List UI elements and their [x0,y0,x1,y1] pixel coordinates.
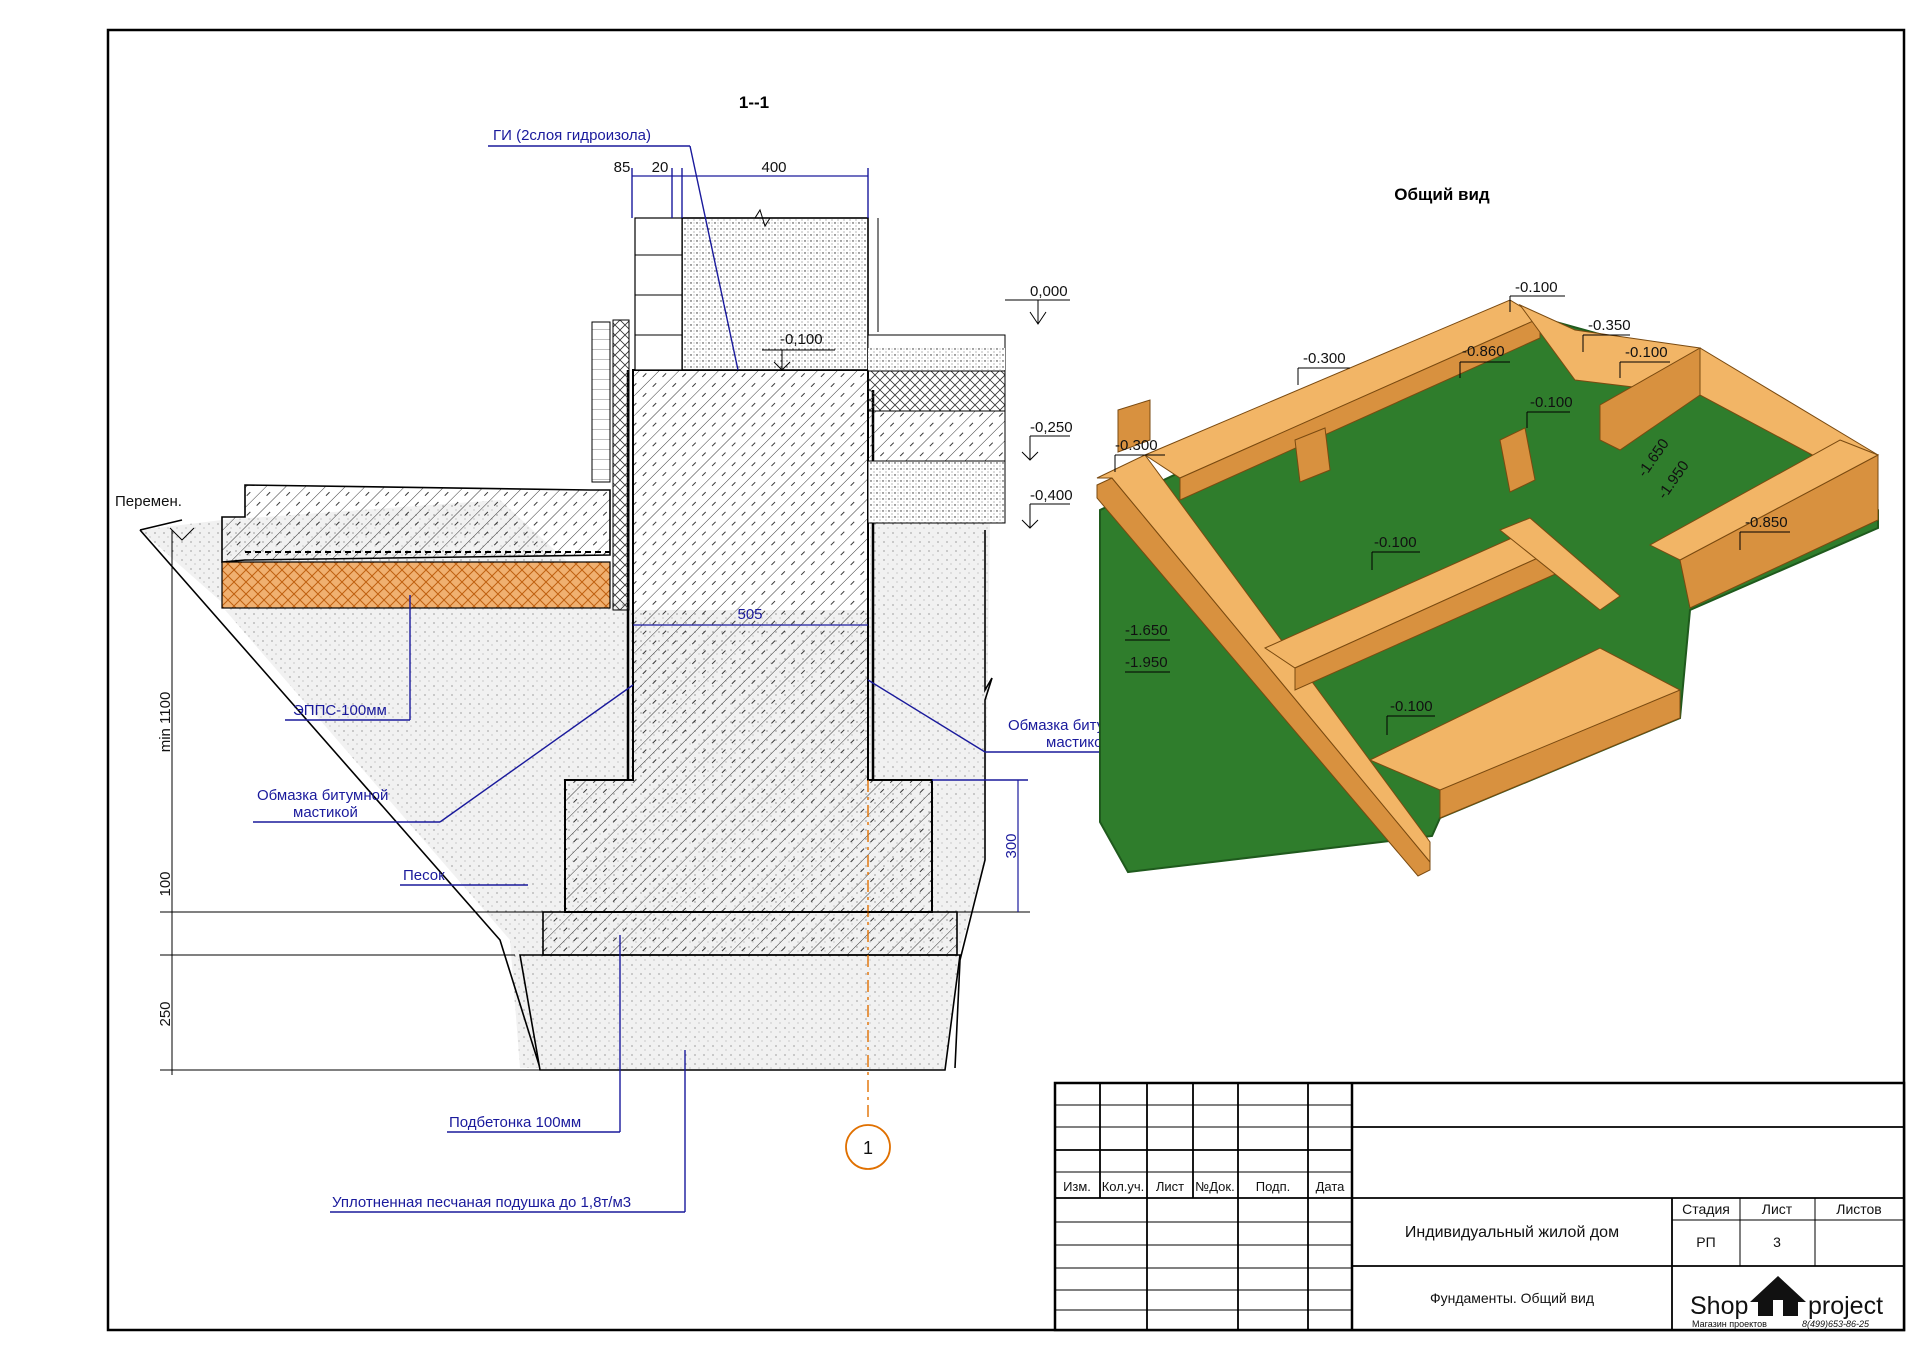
tb-stage-label: Стадия [1682,1201,1730,1217]
walls [1096,299,1880,877]
dim-slab: 100 [157,871,174,896]
mark-11: -1.650 [1125,622,1168,639]
mark-4: -0.100 [1625,344,1668,361]
callout-mastic-left-2: мастикой [293,804,358,821]
mark-13: -0.100 [1390,698,1433,715]
tb-sheet-name: Фундаменты. Общий вид [1430,1290,1594,1306]
tb-header-2: Лист [1156,1179,1184,1194]
logo-project: project [1808,1292,1883,1320]
mark-1: -0.350 [1588,317,1631,334]
floor-layer-2 [867,370,1006,412]
dim-depth-min: min 1100 [157,692,174,753]
callout-epps: ЭППС-100мм [293,702,387,719]
callout-cushion: Уплотненная песчаная подушка до 1,8т/м3 [332,1194,631,1211]
plinth-facing [591,321,611,483]
level-1: -0,100 [780,331,823,348]
excavation-slope [139,529,541,1069]
tb-header-4: Подп. [1256,1179,1291,1194]
blind-area [221,484,611,563]
general-view: Общий вид [1096,185,1880,877]
dim-width: 505 [737,606,762,623]
level-2: -0,250 [1030,419,1073,436]
level-0: 0,000 [1030,283,1068,300]
mark-10: -0.850 [1745,514,1788,531]
callout-podbetonka: Подбетонка 100мм [449,1114,581,1131]
tb-header-1: Кол.уч. [1102,1179,1145,1194]
level-3: -0,400 [1030,487,1073,504]
section-title: 1--1 [739,93,769,112]
title-block: Изм. Кол.уч. Лист №Док. Подп. Дата Стади… [1053,1081,1906,1332]
tb-sheets-label: Листов [1836,1201,1882,1217]
tb-header-5: Дата [1316,1179,1346,1194]
tb-project-name: Индивидуальный жилой дом [1405,1224,1619,1241]
mark-8: -0.300 [1115,437,1158,454]
tb-sheet-label: Лист [1762,1201,1793,1217]
facade-layer [634,217,683,371]
mark-12: -1.950 [1125,654,1168,671]
overview-title: Общий вид [1394,185,1490,204]
logo-phone: 8(499)653-86-25 [1802,1319,1870,1329]
callout-mastic-left-1: Обмазка битумной [257,787,388,804]
tb-sheet-value: 3 [1773,1234,1781,1250]
dim-cushion: 250 [157,1001,174,1026]
floor-slab [867,410,1006,462]
mark-3: -0.860 [1462,343,1505,360]
axis-label: 1 [863,1138,873,1158]
tb-header-0: Изм. [1063,1179,1091,1194]
dim-top-a: 85 [614,159,631,176]
mark-5: -0.100 [1530,394,1573,411]
mark-2: -0.300 [1303,350,1346,367]
wall-insulation [612,319,630,611]
callout-gi: ГИ (2слоя гидроизола) [493,127,651,144]
dim-top-b: 20 [652,159,669,176]
floor-gravel [867,460,1006,524]
dim-step: 300 [1003,833,1020,858]
level-marks: 0,000 -0,100 -0,250 -0,400 [762,283,1073,529]
logo-sub: Магазин проектов [1692,1319,1767,1329]
dim-top-c: 400 [761,159,786,176]
axis-bubble [845,1124,891,1170]
callout-sand: Песок [403,867,445,884]
callout-mastic-right-2: мастикой [1046,734,1111,751]
epps-board [221,561,611,609]
logo-shop: Shop [1690,1292,1748,1320]
mark-9: -0.100 [1374,534,1417,551]
callout-permen: Перемен. [115,493,182,510]
house-icon [1750,1276,1806,1316]
masonry-wall [681,217,869,371]
shop-project-logo: Shop project Магазин проектов 8(499)653-… [1690,1276,1883,1329]
sand-cushion [519,954,961,1071]
tb-stage-value: РП [1696,1234,1715,1250]
sheet-frame [106,28,1906,1332]
lean-concrete [542,911,958,956]
section-1-1: 1--1 [115,93,1150,1213]
tb-header-3: №Док. [1195,1179,1234,1194]
mark-0: -0.100 [1515,279,1558,296]
